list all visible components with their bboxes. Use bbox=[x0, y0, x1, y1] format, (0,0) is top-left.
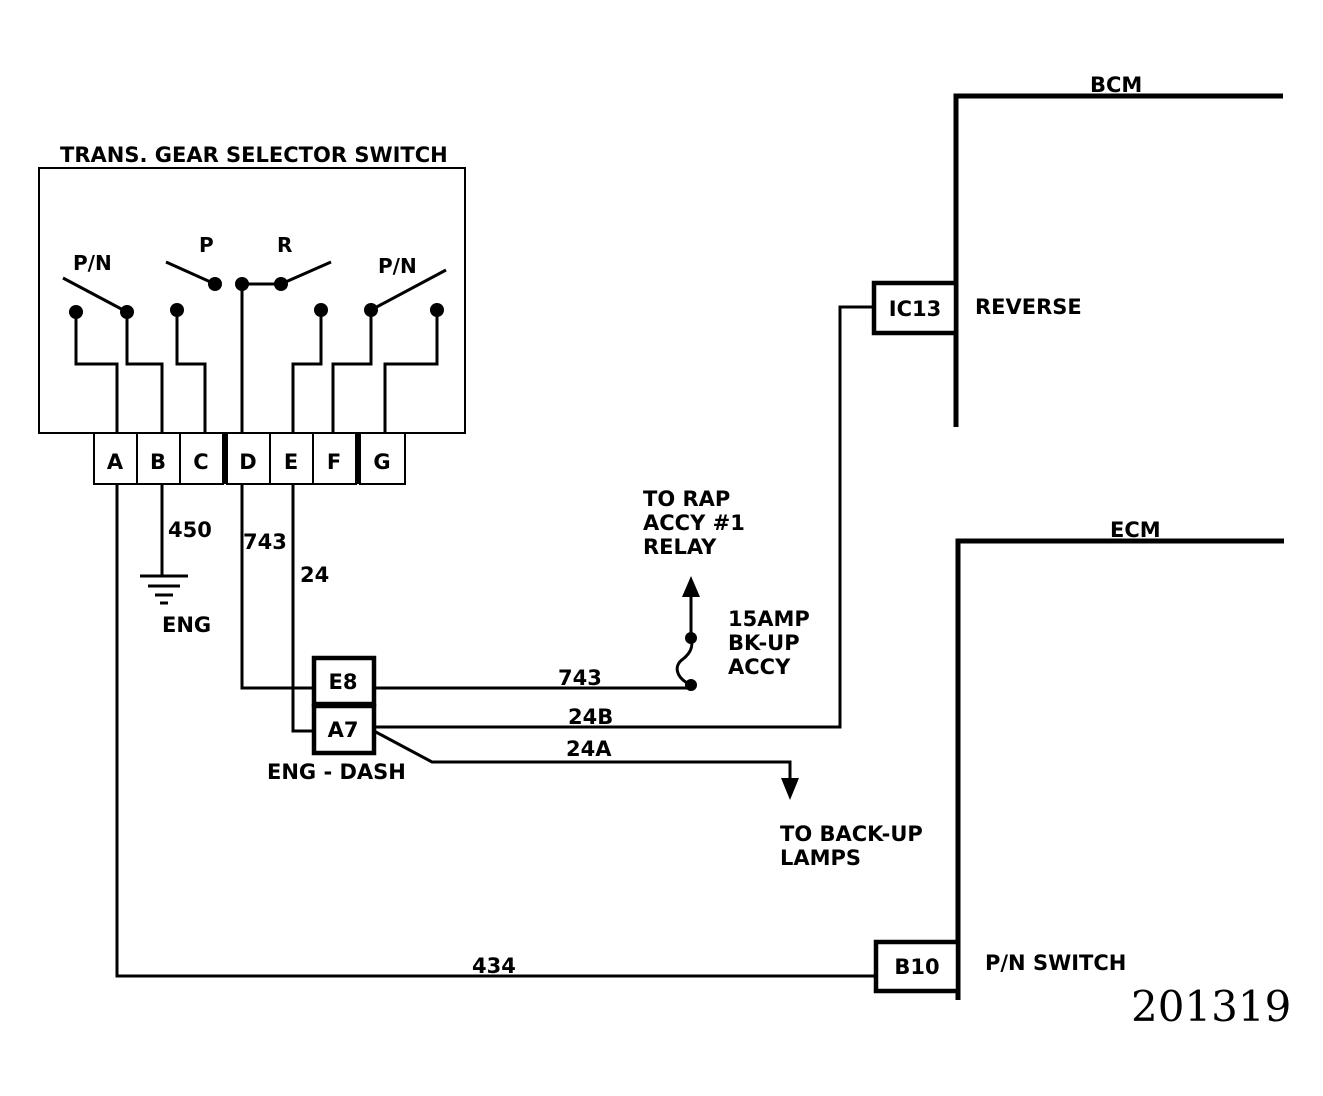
pin-b bbox=[136, 432, 181, 485]
wire-24a-label: 24A bbox=[566, 737, 612, 761]
ecm-label: ECM bbox=[1110, 518, 1161, 542]
bcm-outline bbox=[953, 93, 1283, 427]
internal-wire-e bbox=[291, 310, 323, 433]
connector-a7 bbox=[311, 703, 377, 756]
pin-g bbox=[359, 432, 406, 485]
ecm-pin-b10-label: B10 bbox=[894, 955, 939, 979]
switch-housing bbox=[38, 167, 466, 434]
fuse-line-2: BK-UP bbox=[728, 631, 800, 655]
pin-d bbox=[226, 432, 271, 485]
pin-label-g: G bbox=[373, 450, 390, 474]
fuse-line-1: 15AMP bbox=[728, 607, 810, 631]
bcm-module: BCM IC13 REVERSE bbox=[871, 73, 1283, 427]
internal-wire-g bbox=[383, 310, 439, 433]
ground-circuit: 450 ENG bbox=[140, 484, 212, 637]
connector-label: ENG - DASH bbox=[267, 760, 406, 784]
contact-dot bbox=[208, 277, 222, 291]
ecm-module: ECM B10 P/N SWITCH bbox=[873, 518, 1284, 1000]
wire-434-label: 434 bbox=[472, 954, 516, 978]
wire-24b bbox=[374, 305, 874, 729]
relay-line-1: TO RAP bbox=[643, 487, 730, 511]
wire-24-label: 24 bbox=[300, 563, 329, 587]
wire-743-label: 743 bbox=[558, 666, 602, 690]
arrow-up-icon bbox=[682, 576, 700, 597]
relay-line-3: RELAY bbox=[643, 535, 717, 559]
contact-label-pn-left: P/N bbox=[73, 251, 112, 275]
pin-f bbox=[312, 432, 357, 485]
pin-label-b: B bbox=[150, 450, 166, 474]
bcm-pin-ic13-label: IC13 bbox=[889, 297, 941, 321]
arrow-down-icon bbox=[781, 778, 799, 800]
backup-lamps-label: TO BACK-UP LAMPS bbox=[780, 822, 923, 870]
figure-number: 201319 bbox=[1131, 982, 1291, 1031]
bcm-label: BCM bbox=[1090, 73, 1142, 97]
pin-strip: A B C D E F G bbox=[93, 432, 406, 485]
wire-743-from-switch bbox=[240, 484, 314, 690]
pin-a bbox=[93, 432, 138, 485]
pin-label-a: A bbox=[107, 450, 124, 474]
internal-wire-a bbox=[74, 312, 119, 433]
p-blade bbox=[165, 260, 216, 286]
pin-label-c: C bbox=[193, 450, 208, 474]
internal-wire-c bbox=[175, 310, 207, 433]
relay-label: TO RAP ACCY #1 RELAY bbox=[643, 487, 745, 559]
wire-24 bbox=[291, 484, 314, 733]
ground-icon bbox=[140, 574, 188, 605]
pn-right-blade bbox=[370, 268, 447, 312]
connector-e8 bbox=[311, 655, 377, 707]
contact-dot bbox=[274, 277, 288, 291]
gear-selector-switch: TRANS. GEAR SELECTOR SWITCH P/N P R P/N bbox=[38, 143, 466, 485]
backup-line-2: LAMPS bbox=[780, 846, 861, 870]
relay-line-2: ACCY #1 bbox=[643, 511, 745, 535]
connector-a7-label: A7 bbox=[328, 718, 359, 742]
r-blade bbox=[280, 260, 332, 286]
ground-label: ENG bbox=[162, 613, 211, 637]
contact-label-r: R bbox=[277, 233, 292, 257]
pin-label-d: D bbox=[239, 450, 256, 474]
backup-line-1: TO BACK-UP bbox=[780, 822, 923, 846]
internal-wire-f bbox=[331, 310, 373, 433]
connector-e8-label: E8 bbox=[329, 670, 358, 694]
fuse-icon bbox=[675, 637, 694, 687]
contact-label-p: P bbox=[199, 233, 214, 257]
internal-wire-b bbox=[125, 312, 164, 433]
contact-label-pn-right: P/N bbox=[378, 254, 417, 278]
pin-label-f: F bbox=[327, 450, 341, 474]
ecm-pin-b10 bbox=[873, 939, 961, 994]
pin-label-e: E bbox=[284, 450, 298, 474]
eng-dash-connector: E8 A7 ENG - DASH bbox=[267, 655, 406, 784]
wire-743-vertical-label: 743 bbox=[243, 530, 287, 554]
pn-left-blade bbox=[62, 276, 128, 314]
pin-c bbox=[179, 432, 224, 485]
ecm-signal-pn-switch: P/N SWITCH bbox=[985, 951, 1126, 975]
switch-title: TRANS. GEAR SELECTOR SWITCH bbox=[60, 143, 448, 167]
wire-24b-label: 24B bbox=[568, 705, 613, 729]
fuse-15amp: 15AMP BK-UP ACCY bbox=[675, 576, 810, 691]
ecm-outline bbox=[955, 538, 1284, 1000]
wire-24a bbox=[373, 729, 792, 780]
fuse-line-3: ACCY bbox=[728, 655, 791, 679]
bcm-pin-ic13 bbox=[871, 280, 959, 336]
bcm-signal-reverse: REVERSE bbox=[975, 295, 1082, 319]
wire-450-label: 450 bbox=[168, 518, 212, 542]
wire-434 bbox=[115, 484, 876, 978]
